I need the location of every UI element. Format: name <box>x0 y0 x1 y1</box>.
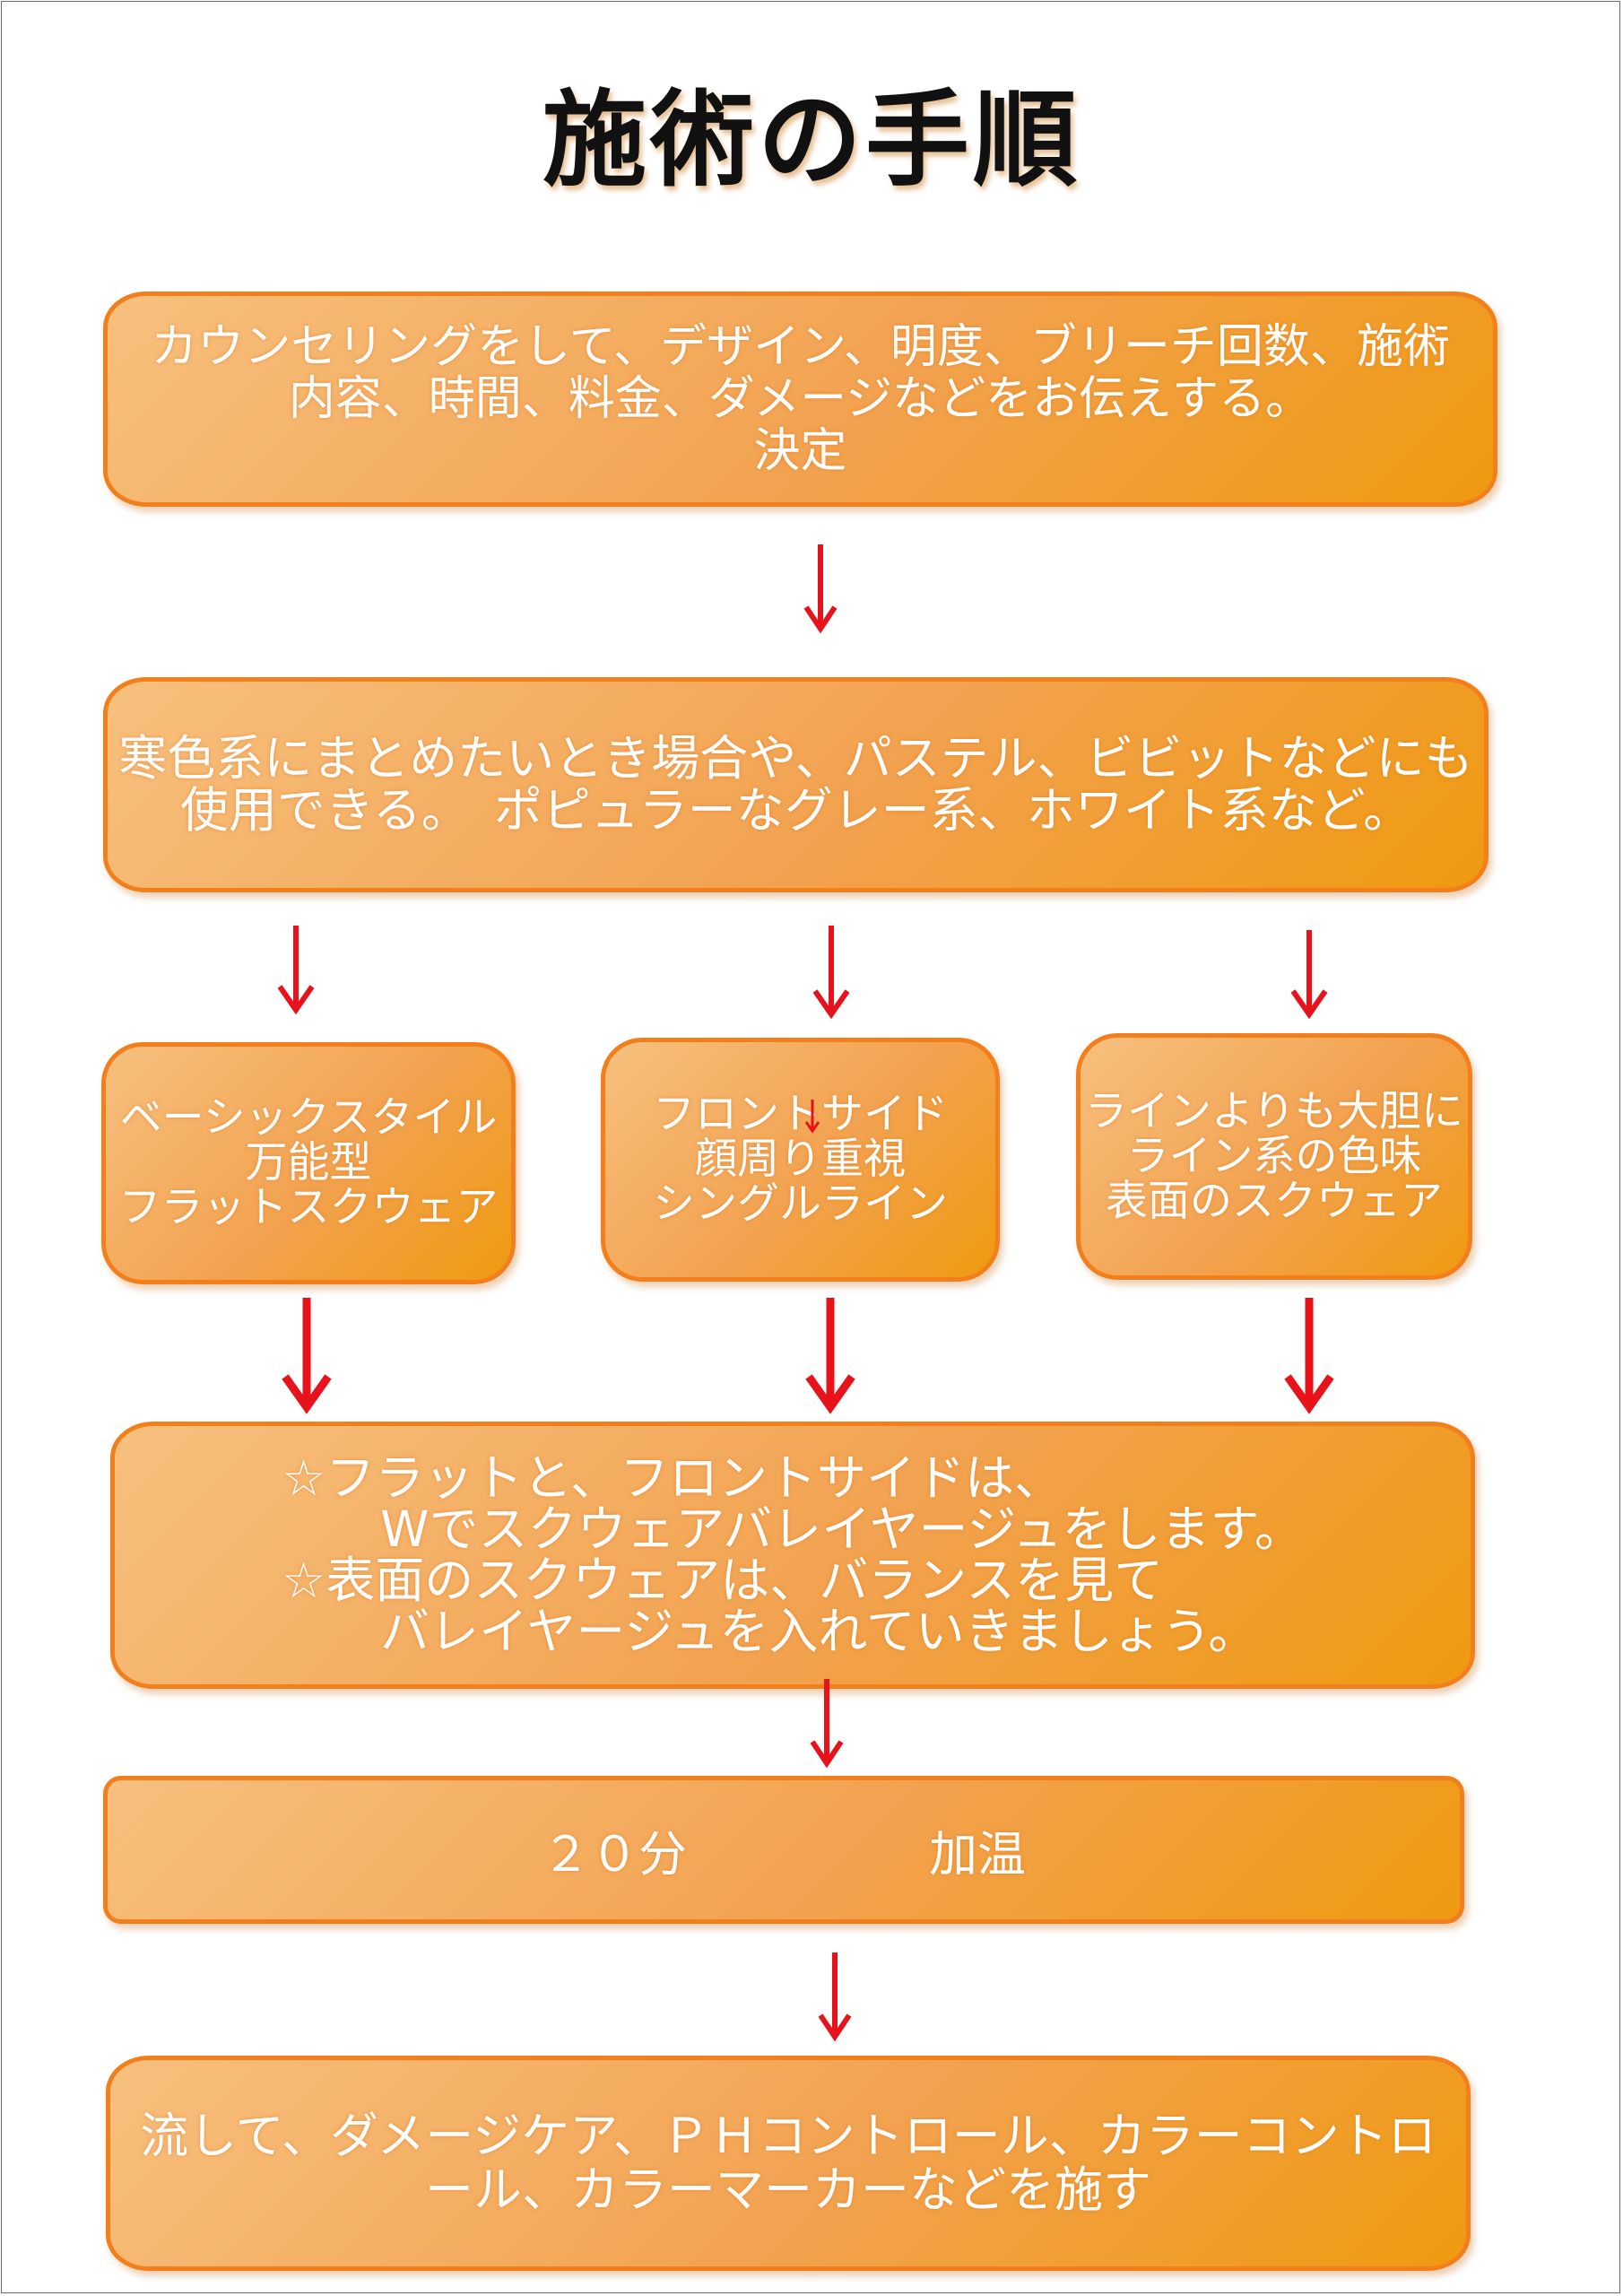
branch-front-side-text: フロントサイド 顔周り重視 シングルライン <box>653 1090 948 1229</box>
page-title: 施術の手順 <box>542 80 1081 201</box>
step-counseling-text: カウンセリングをして、デザイン、明度、ブリーチ回数、施術 内容、時間、料金、ダメ… <box>151 320 1450 478</box>
step-balayage-note-text: ☆フラットと、フロントサイドは、 Wでスクウェアバレイヤージュをします。 ☆表面… <box>281 1449 1305 1660</box>
step-balayage-note-box: ☆フラットと、フロントサイドは、 Wでスクウェアバレイヤージュをします。 ☆表面… <box>110 1422 1475 1689</box>
branch-line-bold-text: ラインよりも大胆に ライン系の色味 表面のスクウェア <box>1084 1086 1464 1226</box>
arrow-down-icon <box>277 926 315 1015</box>
arrow-down-icon <box>805 1298 855 1414</box>
step-counseling-box: カウンセリングをして、デザイン、明度、ブリーチ回数、施術 内容、時間、料金、ダメ… <box>103 291 1497 507</box>
step-heating-box: ２０分 加温 <box>103 1776 1464 1924</box>
step-finish-text: 流して、ダメージケア、ＰＨコントロール、カラーコントロ ール、カラーマーカーなど… <box>140 2108 1436 2218</box>
branch-line-bold-box: ラインよりも大胆に ライン系の色味 表面のスクウェア <box>1076 1033 1472 1280</box>
arrow-down-icon <box>812 926 850 1020</box>
arrow-down-icon <box>810 1679 844 1769</box>
arrow-down-icon <box>1290 930 1328 1020</box>
arrow-down-icon <box>282 1298 332 1414</box>
arrow-down-icon <box>818 1952 852 2042</box>
step-heating-text: ２０分 加温 <box>542 1826 1026 1883</box>
arrow-down-icon <box>803 544 838 634</box>
branch-basic-style-text: ベーシックスタイル 万能型 フラットスクウェア <box>118 1093 499 1232</box>
step-cool-tones-text: 寒色系にまとめたいとき場合や、パステル、ビビットなどにも 使用できる。 ポピュラ… <box>118 730 1473 839</box>
branch-front-side-box: フロントサイド 顔周り重視 シングルライン <box>601 1038 1000 1282</box>
step-cool-tones-box: 寒色系にまとめたいとき場合や、パステル、ビビットなどにも 使用できる。 ポピュラ… <box>103 677 1488 892</box>
step-finish-box: 流して、ダメージケア、ＰＨコントロール、カラーコントロ ール、カラーマーカーなど… <box>106 2056 1471 2271</box>
branch-basic-style-box: ベーシックスタイル 万能型 フラットスクウェア <box>101 1042 516 1284</box>
arrow-down-icon <box>1284 1298 1334 1414</box>
small-arrow-down-icon <box>804 1100 820 1134</box>
